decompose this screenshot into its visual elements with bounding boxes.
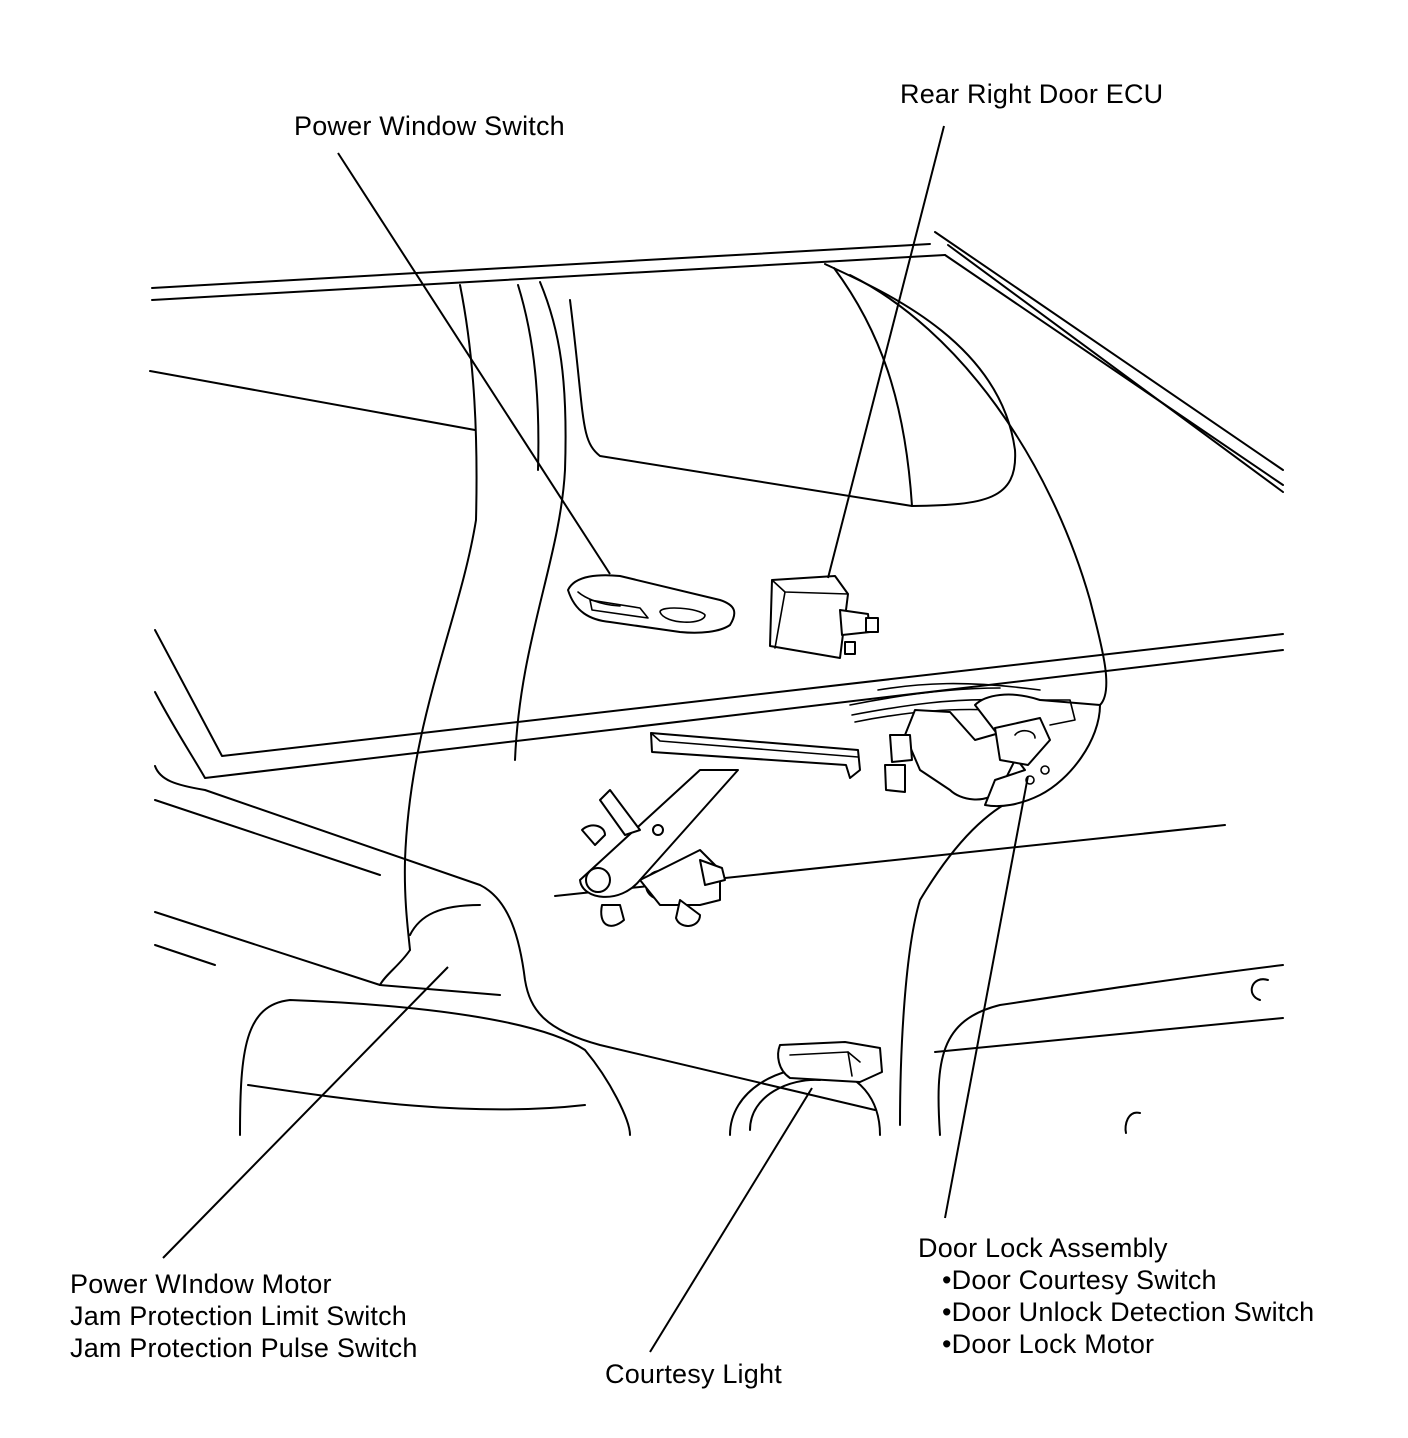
window-regulator-part xyxy=(579,732,861,927)
label-power-window-motor-group: Power WIndow Motor Jam Protection Limit … xyxy=(70,1268,418,1364)
label-courtesy-light: Courtesy Light xyxy=(605,1359,782,1389)
label-jam-protection-limit-switch: Jam Protection Limit Switch xyxy=(70,1301,408,1331)
label-door-unlock-detection-switch: •Door Unlock Detection Switch xyxy=(942,1297,1315,1327)
label-rear-right-door-ecu: Rear Right Door ECU xyxy=(900,79,1164,109)
vehicle-body-outline xyxy=(149,231,1284,1136)
label-door-lock-motor: •Door Lock Motor xyxy=(942,1329,1155,1359)
leader-courtesy-light xyxy=(649,1087,813,1353)
label-power-window-motor: Power WIndow Motor xyxy=(70,1269,332,1299)
label-door-lock-assembly: Door Lock Assembly xyxy=(918,1233,1168,1263)
leader-rear-right-door-ecu xyxy=(827,125,945,579)
label-jam-protection-pulse-switch: Jam Protection Pulse Switch xyxy=(70,1333,418,1363)
label-door-courtesy-switch: •Door Courtesy Switch xyxy=(942,1265,1217,1295)
label-door-lock-assembly-group: Door Lock Assembly •Door Courtesy Switch… xyxy=(918,1232,1314,1360)
label-power-window-switch: Power Window Switch xyxy=(294,111,565,141)
power-window-switch-part xyxy=(567,574,736,634)
leader-power-window-motor xyxy=(162,966,449,1259)
rear-right-door-ecu-part xyxy=(769,575,879,659)
leader-power-window-switch xyxy=(337,152,611,575)
courtesy-light-part xyxy=(777,1041,883,1083)
leader-lines xyxy=(162,125,1029,1353)
door-lock-assembly-part xyxy=(849,682,1101,808)
leader-door-lock-assembly xyxy=(944,775,1029,1219)
